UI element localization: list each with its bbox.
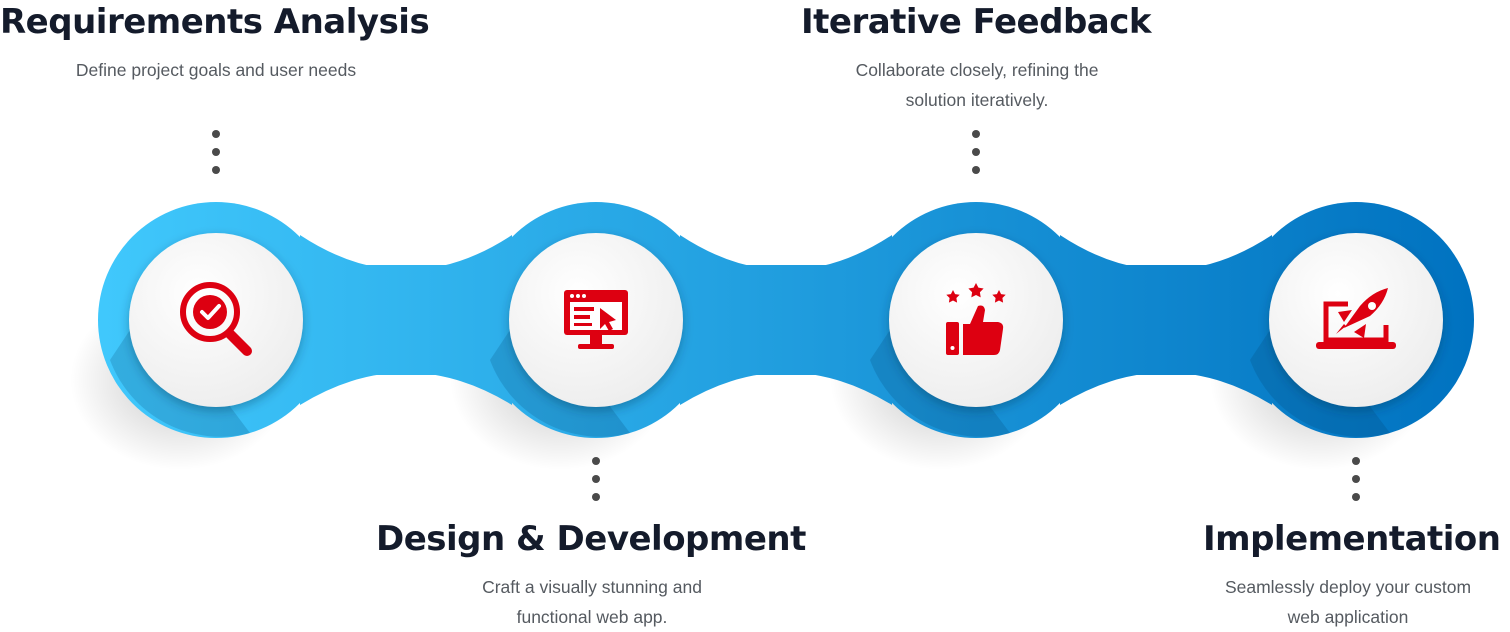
dots-below-step-4 bbox=[1352, 457, 1360, 501]
step-1-description: Define project goals and user needs bbox=[16, 55, 416, 85]
monitor-design-icon bbox=[564, 290, 628, 349]
band-bridge bbox=[300, 235, 512, 405]
step-1-description-line-1: Define project goals and user needs bbox=[75, 60, 357, 80]
step-1-title: Requirements Analysis bbox=[0, 2, 430, 42]
laptop-rocket-icon bbox=[1316, 288, 1396, 349]
step-3-title: Iterative Feedback bbox=[801, 2, 1152, 42]
dots-above-step-3 bbox=[972, 130, 980, 174]
band-bridge bbox=[680, 235, 892, 405]
thumbs-up-stars-icon bbox=[946, 283, 1006, 355]
step-4-description: Seamlessly deploy your custom web applica… bbox=[1186, 572, 1510, 632]
step-4-description-line-2: web application bbox=[1287, 607, 1409, 627]
dots-above-step-1 bbox=[212, 130, 220, 174]
step-2-description: Craft a visually stunning and functional … bbox=[392, 572, 792, 632]
step-2-description-line-2: functional web app. bbox=[516, 607, 668, 627]
step-3-description-line-2: solution iteratively. bbox=[905, 90, 1049, 110]
band-bridge bbox=[1060, 235, 1272, 405]
dotted-connectors bbox=[212, 130, 1360, 501]
step-3-description-line-1: Collaborate closely, refining the bbox=[855, 60, 1099, 80]
dots-below-step-2 bbox=[592, 457, 600, 501]
step-3-description: Collaborate closely, refining the solutio… bbox=[777, 55, 1177, 115]
step-4-title: Implementation bbox=[1203, 519, 1501, 559]
magnifier-check-icon bbox=[180, 282, 252, 356]
step-2-description-line-1: Craft a visually stunning and bbox=[482, 577, 702, 597]
step-4-description-line-1: Seamlessly deploy your custom bbox=[1224, 577, 1472, 597]
step-2-title: Design & Development bbox=[376, 519, 806, 559]
